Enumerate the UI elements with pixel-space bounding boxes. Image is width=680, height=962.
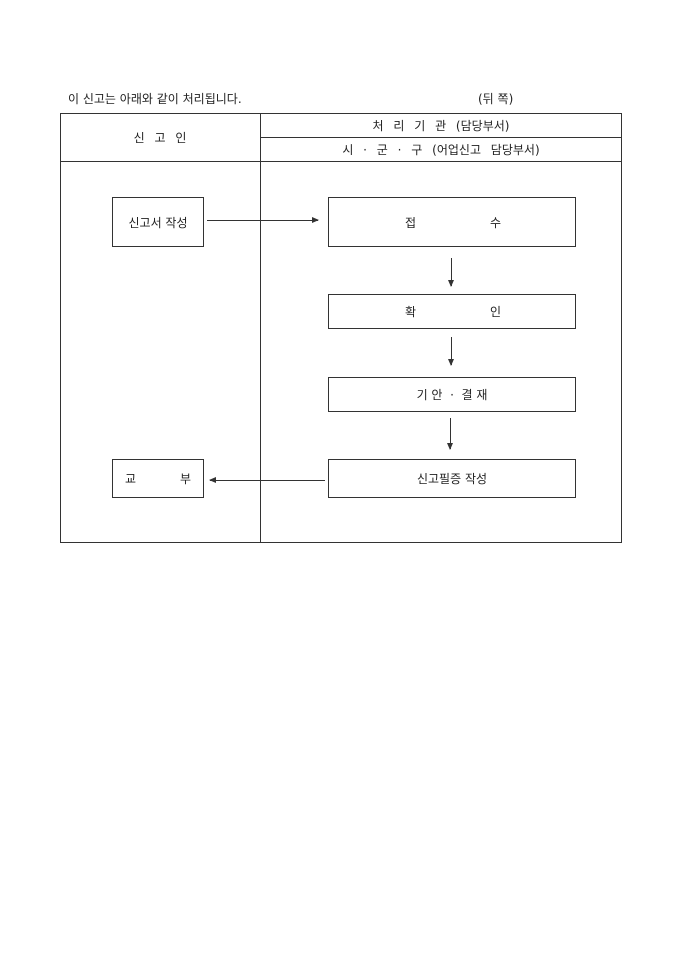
arrow-down-icon: [448, 337, 454, 366]
page-side-label: (뒤 쪽): [478, 92, 514, 106]
receive-label-2: 수: [489, 215, 501, 230]
confirm-label-2: 인: [489, 305, 501, 319]
receive-box: 접 수: [328, 197, 576, 247]
issue-label-1: 교: [125, 472, 137, 486]
arrow-left-icon: [209, 477, 325, 483]
arrow-down-icon: [448, 258, 454, 287]
confirm-label-1: 확: [405, 305, 417, 319]
arrow-down-icon: [447, 418, 453, 450]
agency-sub-header: 시 · 군 · 구 (어업신고 담당부서): [342, 143, 540, 157]
issue-label-2: 부: [179, 472, 191, 486]
intro-text: 이 신고는 아래와 같이 처리됩니다.: [68, 92, 242, 106]
write-report-box: 신고서 작성: [112, 197, 204, 247]
agency-header: 처 리 기 관 (담당부서): [372, 118, 510, 133]
draft-approve-box: 기 안 · 결 재: [328, 377, 576, 412]
applicant-header: 신 고 인: [133, 130, 187, 145]
write-report-label: 신고서 작성: [128, 215, 188, 230]
confirm-box: 확 인: [328, 294, 576, 329]
receive-label-1: 접: [405, 215, 417, 230]
arrow-right-icon: [207, 217, 319, 223]
issue-box: 교 부: [112, 459, 204, 498]
draft-approve-label: 기 안 · 결 재: [416, 388, 488, 402]
certificate-label: 신고필증 작성: [416, 472, 488, 486]
certificate-box: 신고필증 작성: [328, 459, 576, 498]
